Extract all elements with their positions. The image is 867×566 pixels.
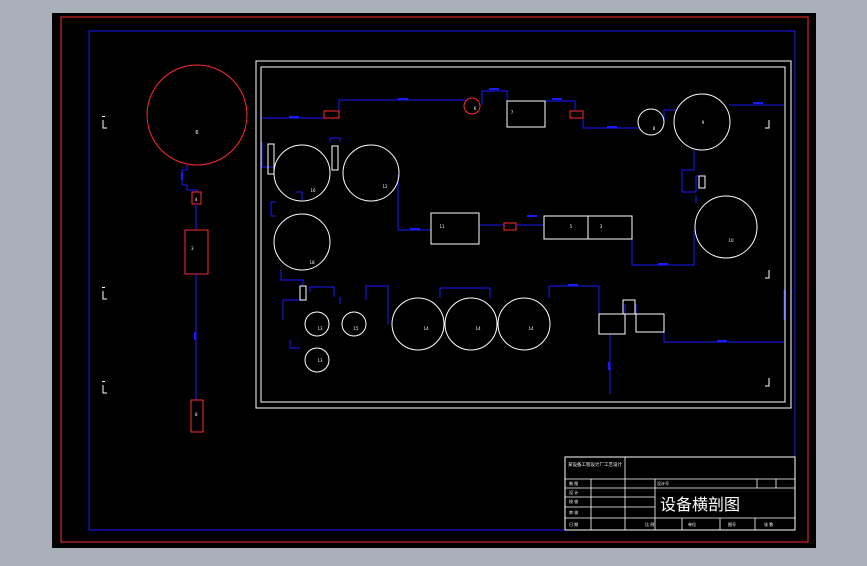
title-block: 某设备工程设计厂工艺设计 设备横剖图 制 图 设计号 设 计 校 核 审 核 日… (564, 456, 796, 531)
tb-cell: 设计号 (657, 480, 669, 486)
vessel-8-label: 8 (653, 126, 656, 131)
vessel-8[interactable] (637, 108, 665, 136)
vessel-9-label: 9 (702, 120, 705, 125)
room-outer-wall (255, 60, 792, 409)
pipe-tags (181, 88, 763, 370)
tb-cell: 校 核 (569, 498, 578, 504)
title-block-border (564, 456, 796, 531)
pipe-tag (607, 126, 617, 128)
section-marks (102, 120, 770, 394)
project-name: 某设备工程设计厂工艺设计 (568, 461, 622, 468)
tb-cell: 日 期 (569, 521, 578, 527)
filter-frame-b[interactable] (635, 313, 665, 333)
vessel-10[interactable] (694, 195, 758, 259)
pipe-tag (289, 116, 299, 118)
pipe-tag (568, 284, 578, 286)
pipe-tag (194, 332, 196, 340)
small-box[interactable] (267, 143, 275, 175)
pipe-tag (489, 88, 499, 90)
section-mark-tick (102, 116, 105, 117)
tb-cell: 制 图 (569, 480, 578, 486)
vessel-14a-label: 14 (423, 326, 429, 331)
storage-tank-6[interactable] (146, 64, 248, 166)
title-block-grid (565, 457, 795, 530)
tb-cell: 比 例 (645, 521, 654, 527)
vessel-14b-label: 14 (475, 326, 481, 331)
inner-frame (88, 30, 796, 531)
vessel-9[interactable] (673, 93, 731, 151)
valve[interactable] (323, 110, 340, 119)
pipe-tag (527, 215, 537, 217)
drawing-title: 设备横剖图 (660, 495, 740, 514)
tb-cell: 审 核 (569, 509, 578, 515)
room-inner-wall (260, 66, 786, 403)
vessel-13a[interactable] (304, 311, 330, 337)
vessel-3-label: 3 (600, 224, 603, 229)
vessel-15-label: 15 (353, 326, 359, 331)
vessel-10-label: 10 (728, 238, 734, 243)
vessel-13b-label: 13 (317, 358, 323, 363)
valve[interactable] (569, 110, 584, 119)
vessel-14a[interactable] (391, 297, 445, 351)
pipe-tag (552, 98, 562, 100)
small-box[interactable] (622, 299, 636, 315)
vessel-13a-label: 13 (317, 326, 323, 331)
viewport-edge (816, 13, 867, 548)
vessel-6-label: 6 (474, 106, 477, 111)
pump-8[interactable] (190, 399, 204, 433)
tank-label: 6 (195, 130, 198, 136)
small-box[interactable] (331, 145, 339, 171)
vessel-14c-label: 14 (528, 326, 534, 331)
vessel-7-label: 7 (511, 110, 514, 115)
vessel-11[interactable] (430, 212, 480, 245)
vessel-7[interactable] (506, 100, 546, 128)
section-mark-tick (102, 381, 105, 382)
pipe-tag (658, 263, 668, 265)
pipe (181, 165, 198, 192)
vessel-16a-label: 16 (310, 188, 316, 193)
tb-cell: 张 数 (764, 521, 773, 527)
pipe-tag (753, 102, 763, 104)
vessel-18-label: 18 (309, 260, 315, 265)
pipe-tag (410, 228, 420, 230)
vessel-12-label: 12 (382, 184, 388, 189)
vessel-6[interactable] (463, 97, 481, 115)
vessel-11-label: 11 (439, 224, 445, 229)
pipe-tag (717, 340, 727, 342)
box-label: 3 (191, 246, 194, 251)
vessel-13b[interactable] (304, 347, 330, 373)
vessel-18[interactable] (273, 213, 331, 271)
tb-cell: 设 计 (569, 489, 578, 495)
outer-border (60, 16, 809, 543)
tb-cell: 单位 (688, 521, 696, 527)
small-box[interactable] (698, 175, 706, 189)
vessel-5-label: 5 (570, 224, 573, 229)
vessel-14b[interactable] (444, 297, 498, 351)
filter-frame-a[interactable] (598, 313, 626, 335)
vessel-14c[interactable] (497, 297, 551, 351)
vessel-12[interactable] (342, 144, 400, 202)
small-box[interactable] (299, 285, 307, 301)
valve-label: 4 (195, 197, 198, 202)
pipe-tag (181, 172, 183, 180)
pipe-tag (398, 98, 408, 100)
vessel-15[interactable] (341, 311, 367, 337)
valve[interactable] (503, 222, 517, 231)
section-mark-tick (102, 287, 105, 288)
left-unit: 6 4 3 8 (146, 64, 248, 433)
pipe-tag (608, 362, 610, 370)
tb-cell: 图号 (728, 521, 736, 527)
bottom-label: 8 (195, 412, 198, 417)
drawing-canvas (52, 13, 816, 548)
